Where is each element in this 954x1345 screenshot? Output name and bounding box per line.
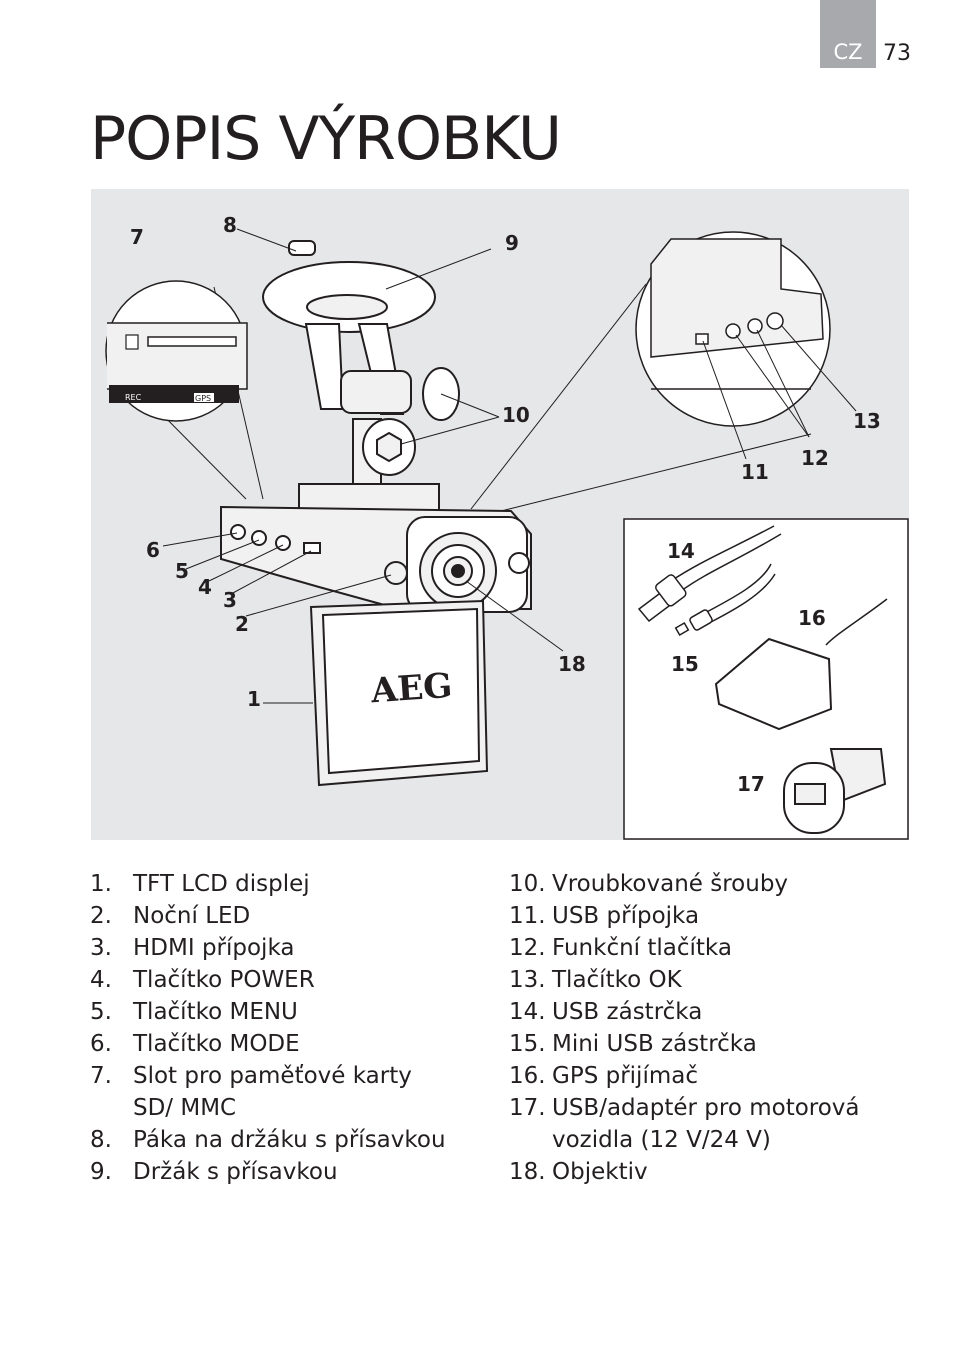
sd-slot-zoom: REC GPS xyxy=(105,280,248,422)
list-item: 17.USB/adaptér pro motorová vozidla (12 … xyxy=(509,1095,860,1153)
language-code: CZ xyxy=(833,40,863,64)
list-item: 3.HDMI přípojka xyxy=(90,935,295,961)
callout-8: 8 xyxy=(223,213,237,237)
language-tab: CZ xyxy=(820,0,876,68)
buttons-zoom xyxy=(635,231,831,427)
callout-5: 5 xyxy=(175,559,189,583)
list-item: 16.GPS přijímač xyxy=(509,1063,698,1089)
page-number: 73 xyxy=(883,41,911,66)
brand-logo: AEG xyxy=(369,666,454,712)
callout-7: 7 xyxy=(130,225,144,249)
product-figure: REC GPS xyxy=(91,189,909,840)
rec-label: REC xyxy=(125,393,142,402)
suction-cup-mount xyxy=(262,240,460,515)
list-item: 18.Objektiv xyxy=(509,1159,648,1185)
list-item: 15.Mini USB zástrčka xyxy=(509,1031,757,1057)
parts-list-right: 10.Vroubkované šrouby 11.USB přípojka 12… xyxy=(509,868,909,1188)
callout-11: 11 xyxy=(741,460,769,484)
callout-17: 17 xyxy=(737,772,765,796)
list-item: 1.TFT LCD displej xyxy=(90,871,310,897)
list-item: 2.Noční LED xyxy=(90,903,251,929)
callout-12: 12 xyxy=(801,446,829,470)
list-item: 11.USB přípojka xyxy=(509,903,700,929)
list-item: 7.Slot pro paměťové karty SD/ MMC xyxy=(90,1063,412,1121)
list-item: 4.Tlačítko POWER xyxy=(90,967,315,993)
list-item: 5.Tlačítko MENU xyxy=(90,999,298,1025)
camera-body xyxy=(220,505,532,613)
callout-13: 13 xyxy=(853,409,881,433)
callout-14: 14 xyxy=(667,539,695,563)
list-item: 6.Tlačítko MODE xyxy=(90,1031,300,1057)
list-item: 10.Vroubkované šrouby xyxy=(509,871,789,897)
list-item: 9.Držák s přísavkou xyxy=(90,1159,338,1185)
callout-15: 15 xyxy=(671,652,699,676)
callout-6: 6 xyxy=(146,538,160,562)
list-item: 14.USB zástrčka xyxy=(509,999,703,1025)
gps-label: GPS xyxy=(195,394,211,403)
callout-3: 3 xyxy=(223,588,237,612)
callout-16: 16 xyxy=(798,606,826,630)
callout-1: 1 xyxy=(247,687,261,711)
list-item: 13.Tlačítko OK xyxy=(509,967,682,993)
accessories-box xyxy=(623,518,909,840)
parts-list-left: 1.TFT LCD displej 2.Noční LED 3.HDMI pří… xyxy=(90,868,490,1188)
callout-18: 18 xyxy=(558,652,586,676)
dashcam-illustration: REC GPS xyxy=(91,189,909,840)
list-item: 12.Funkční tlačítka xyxy=(509,935,732,961)
callout-2: 2 xyxy=(235,612,249,636)
list-item: 8.Páka na držáku s přísavkou xyxy=(90,1127,446,1153)
lcd-display: AEG xyxy=(309,599,489,787)
callout-4: 4 xyxy=(198,575,212,599)
page-title: POPIS VÝROBKU xyxy=(90,104,562,174)
callout-10: 10 xyxy=(502,403,530,427)
callout-9: 9 xyxy=(505,231,519,255)
